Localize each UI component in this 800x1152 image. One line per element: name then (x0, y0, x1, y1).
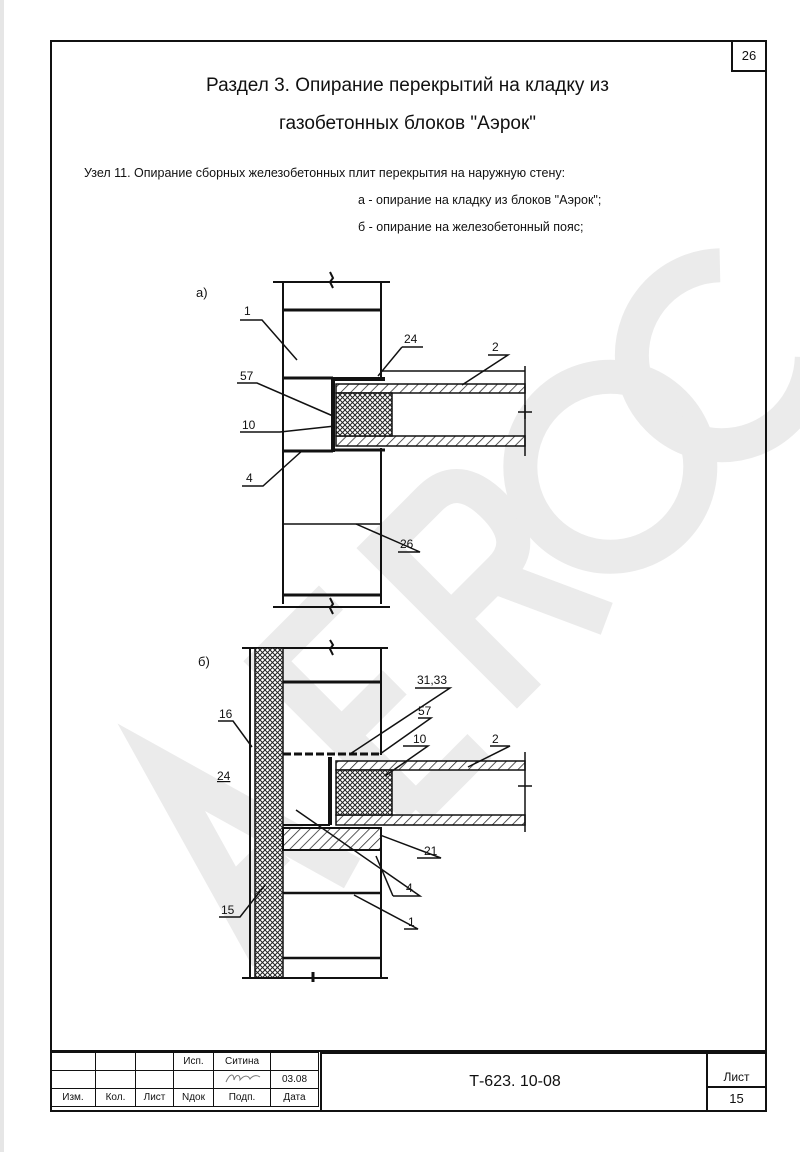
executor-name: Ситина (213, 1052, 271, 1071)
sign-date: 03.08 (270, 1070, 319, 1089)
header-data: Дата (270, 1088, 319, 1107)
callout-b-4: 4 (406, 881, 413, 895)
title-block-top-line (50, 1050, 765, 1052)
section-title-line2: газобетонных блоков "Аэрок" (278, 113, 537, 134)
header-ndok: Nдок (173, 1088, 214, 1107)
sheet-label: Лист (708, 1054, 765, 1088)
isp-label: Исп. (173, 1052, 214, 1071)
callout-a-26: 26 (400, 537, 414, 551)
sheet-box: Лист 15 (706, 1052, 765, 1110)
callout-b-24: 24 (217, 769, 231, 783)
watermark-letter-o (503, 359, 718, 574)
section-title-line1: Раздел 3. Опирание перекрытий на кладку … (206, 75, 609, 96)
callout-b-1: 1 (408, 915, 415, 929)
callout-a-24: 24 (404, 332, 418, 346)
page-number: 26 (731, 40, 765, 72)
watermark-letter-r (356, 469, 613, 709)
variant-a-text: а - опирание на кладку из блоков "Аэрок"… (358, 193, 602, 207)
detail-a-label: а) (196, 285, 208, 300)
header-podp: Подп. (213, 1088, 271, 1107)
page-edge (0, 0, 4, 1152)
header-izm: Изм. (50, 1088, 96, 1107)
header-list: Лист (135, 1088, 174, 1107)
callout-a-1: 1 (244, 304, 251, 318)
detail-b-label: б) (198, 654, 210, 669)
callout-a-4: 4 (246, 471, 253, 485)
callout-b-21: 21 (424, 844, 438, 858)
callout-a-57: 57 (240, 369, 254, 383)
drawing-frame (50, 40, 767, 1112)
watermark-letter-c (614, 248, 800, 463)
signature (213, 1070, 271, 1089)
callout-b-31-33: 31,33 (417, 673, 447, 687)
sheet-number: 15 (729, 1090, 744, 1106)
callout-b-10: 10 (413, 732, 427, 746)
callout-a-10: 10 (242, 418, 256, 432)
callout-b-15: 15 (221, 903, 235, 917)
callout-b-57: 57 (418, 704, 432, 718)
detail-a: а) 1 24 2 (196, 271, 532, 615)
node-title: Узел 11. Опирание сборных железобетонных… (84, 166, 566, 180)
detail-b: б) 31,33 (198, 639, 532, 982)
document-code: Т-623. 10-08 (320, 1052, 708, 1110)
header-kol: Кол. (95, 1088, 136, 1107)
callout-a-2: 2 (492, 340, 499, 354)
variant-b-text: б - опирание на железобетонный пояс; (358, 220, 584, 234)
title-block: Исп. Ситина 03.08 Изм. Кол. Лист Nдок По… (50, 1052, 319, 1107)
callout-b-2: 2 (492, 732, 499, 746)
callout-b-16: 16 (219, 707, 233, 721)
